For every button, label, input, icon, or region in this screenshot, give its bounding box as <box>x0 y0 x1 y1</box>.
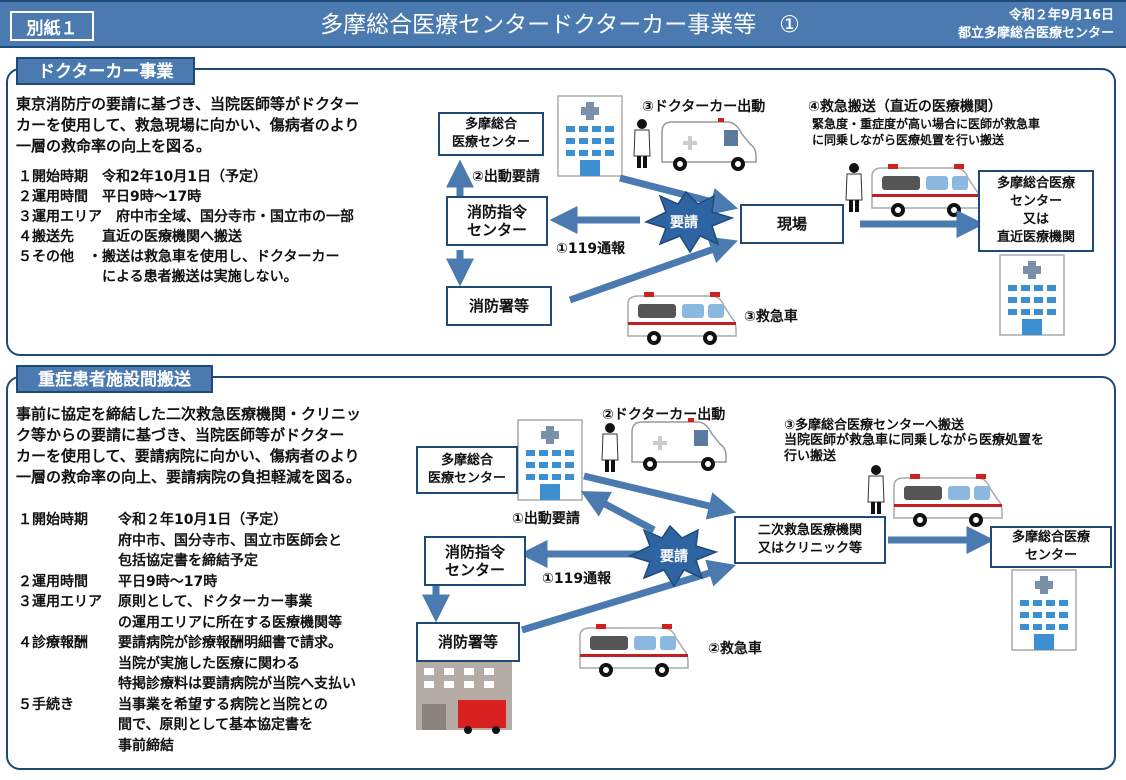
request-label: ②出動要請 <box>472 169 540 185</box>
list-item: １開始時期 令和２年10月1日（予定）府中市、国分寺市、国立市医師会と包括協定書… <box>18 512 342 569</box>
section-description: 事前に協定を締結した二次救急医療機関・クリニッ ク等からの要請に基づき、当院医師… <box>16 405 362 486</box>
section-tab: ドクターカー事業 <box>16 57 196 85</box>
transport-note: ③多摩総合医療センターへ搬送 当院医師が救急車に同乗しながら医療処置を 行い搬送 <box>784 418 1045 464</box>
attachment-label: 別紙１ <box>10 11 94 41</box>
section-tab: 重症患者施設間搬送 <box>16 365 213 393</box>
ambulance-label: ③救急車 <box>744 309 798 325</box>
ambulance-label: ②救急車 <box>708 641 762 657</box>
interfacility-transport-section <box>6 376 1116 770</box>
list-item: ４搬送先 直近の医療機関へ搬送 <box>18 229 242 245</box>
dispatch-center-box: 消防指令センター <box>446 196 548 246</box>
hospital-box: 多摩総合医療センター <box>438 112 544 156</box>
list-item: ２運用時間 平日9時～17時 <box>18 573 218 590</box>
page-title: 多摩総合医療センタードクターカー事業等 ① <box>320 12 800 38</box>
list-item: ３運用エリア 府中市全域、国分寺市・国立市の一部 <box>18 209 354 225</box>
header-meta: 令和２年9月16日 都立多摩総合医療センター <box>958 7 1114 43</box>
hospital-box: 多摩総合医療センター <box>416 446 518 494</box>
burst-label: 要請 <box>670 215 698 231</box>
scene-box: 現場 <box>740 204 844 244</box>
emergency-call-label: ①119通報 <box>542 571 612 587</box>
doctor-car-section <box>6 68 1116 356</box>
list-item: １開始時期 令和2年10月1日（予定） <box>18 169 267 185</box>
burst-label: 要請 <box>660 549 688 565</box>
doctor-car-dispatch-label: ③ドクターカー出動 <box>642 99 766 115</box>
clinic-box: 二次救急医療機関又はクリニック等 <box>734 516 886 564</box>
section-description: 東京消防庁の要請に基づき、当院医師等がドクター カーを使用して、救急現場に向かい… <box>16 95 360 155</box>
list-item: ２運用時間 平日9時～17時 <box>18 189 202 205</box>
detail-list: １開始時期 令和2年10月1日（予定） ２運用時間 平日9時～17時 ３運用エリ… <box>18 167 438 287</box>
date: 令和２年9月16日 <box>1008 8 1114 23</box>
list-item: ４診療報酬 要請病院が診療報酬明細書で請求。当院が実施した医療に関わる特掲診療料… <box>18 635 356 692</box>
destination-box: 多摩総合医療センター <box>990 526 1112 568</box>
fire-station-box: 消防署等 <box>446 286 552 326</box>
organization: 都立多摩総合医療センター <box>957 26 1114 41</box>
fire-station-box: 消防署等 <box>416 622 520 662</box>
list-item: ３運用エリア 原則として、ドクターカー事業の運用エリアに所在する医療機関等 <box>18 594 342 631</box>
dispatch-center-box: 消防指令センター <box>424 536 526 586</box>
list-item: ５その他 ・搬送は救急車を使用し、ドクターカー による患者搬送は実施しない。 <box>18 249 340 285</box>
page-header: 別紙１ 多摩総合医療センタードクターカー事業等 ① 令和２年9月16日 都立多摩… <box>0 0 1126 48</box>
destination-box: 多摩総合医療センター又は直近医療機関 <box>978 170 1094 252</box>
list-item: ５手続き 当事業を希望する病院と当院との間で、原則として基本協定書を事前締結 <box>18 696 328 754</box>
detail-list: １開始時期 令和２年10月1日（予定）府中市、国分寺市、国立市医師会と包括協定書… <box>18 510 418 756</box>
emergency-call-label: ①119通報 <box>556 241 626 257</box>
doctor-car-dispatch-label: ②ドクターカー出動 <box>602 407 726 423</box>
request-label: ①出動要請 <box>512 511 580 527</box>
transport-note: ④救急搬送（直近の医療機関） 緊急度・重症度が高い場合に医師が救急車 に同乗しな… <box>808 99 1041 147</box>
